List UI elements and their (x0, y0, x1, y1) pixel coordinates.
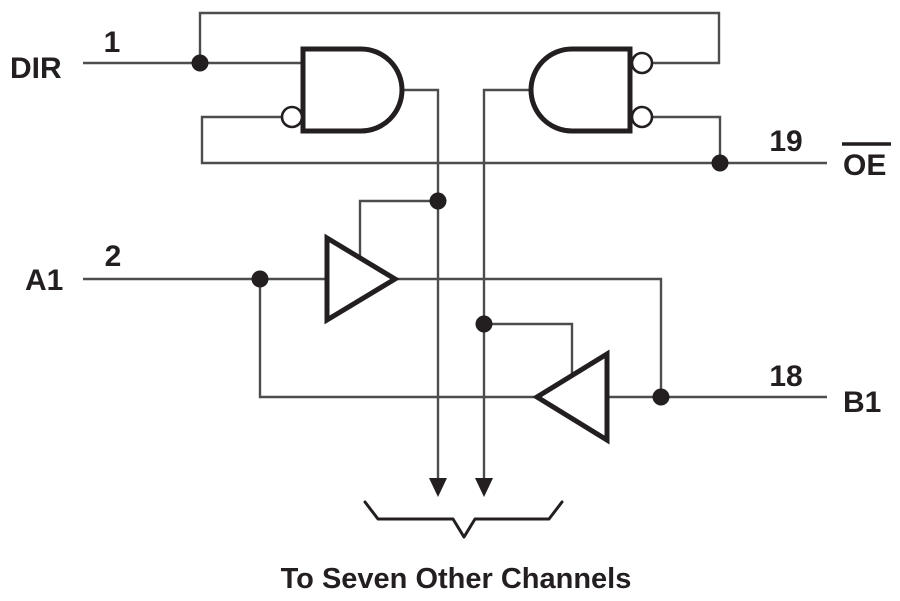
pin-number-1: 1 (104, 26, 121, 59)
pin-number-18: 18 (769, 360, 802, 393)
arrow-down-icon (429, 478, 447, 497)
channel-arrows (363, 478, 564, 539)
oe-branch-wire (652, 115, 722, 163)
gates (280, 46, 654, 445)
inverter-bubble-icon (630, 51, 654, 75)
pin-label-oe: OE (843, 149, 886, 182)
and1-output-wire (401, 88, 440, 479)
junction-dot (429, 192, 447, 210)
junction-dot (475, 315, 493, 333)
oe-lead-wire (200, 115, 827, 165)
junction-dot (652, 388, 670, 406)
buffer1-enable-wire (358, 199, 438, 258)
a1-to-buffer2-output-wire (258, 279, 537, 399)
pin-number-19: 19 (769, 125, 802, 158)
junction-dot (711, 154, 729, 172)
buffer-a-to-b-icon (324, 233, 400, 325)
inverter-bubble-icon (630, 105, 654, 129)
labels: DIR 1 A1 2 19 OE 18 B1 To Seven Other Ch… (10, 26, 891, 595)
junctions (191, 54, 729, 406)
and-gate-b-to-a-icon (528, 46, 633, 134)
junction-dot (251, 270, 269, 288)
pin-number-2: 2 (105, 240, 122, 273)
arrow-down-icon (475, 478, 493, 497)
and-gate-a-to-b-icon (300, 46, 405, 134)
inverter-bubble-icon (280, 105, 304, 129)
buffer2-enable-wire (484, 322, 574, 375)
buffer1-output-wire (395, 277, 663, 397)
dir-feedback-wire (198, 11, 721, 65)
pin-label-b1: B1 (843, 386, 881, 419)
diagram-caption: To Seven Other Channels (281, 563, 632, 595)
junction-dot (191, 54, 209, 72)
wires (83, 11, 827, 479)
and2-output-wire (482, 88, 531, 479)
pin-label-a1: A1 (25, 264, 63, 297)
buffer-b-to-a-icon (532, 349, 610, 445)
pin-label-dir: DIR (10, 52, 62, 85)
brace-icon (363, 500, 564, 539)
